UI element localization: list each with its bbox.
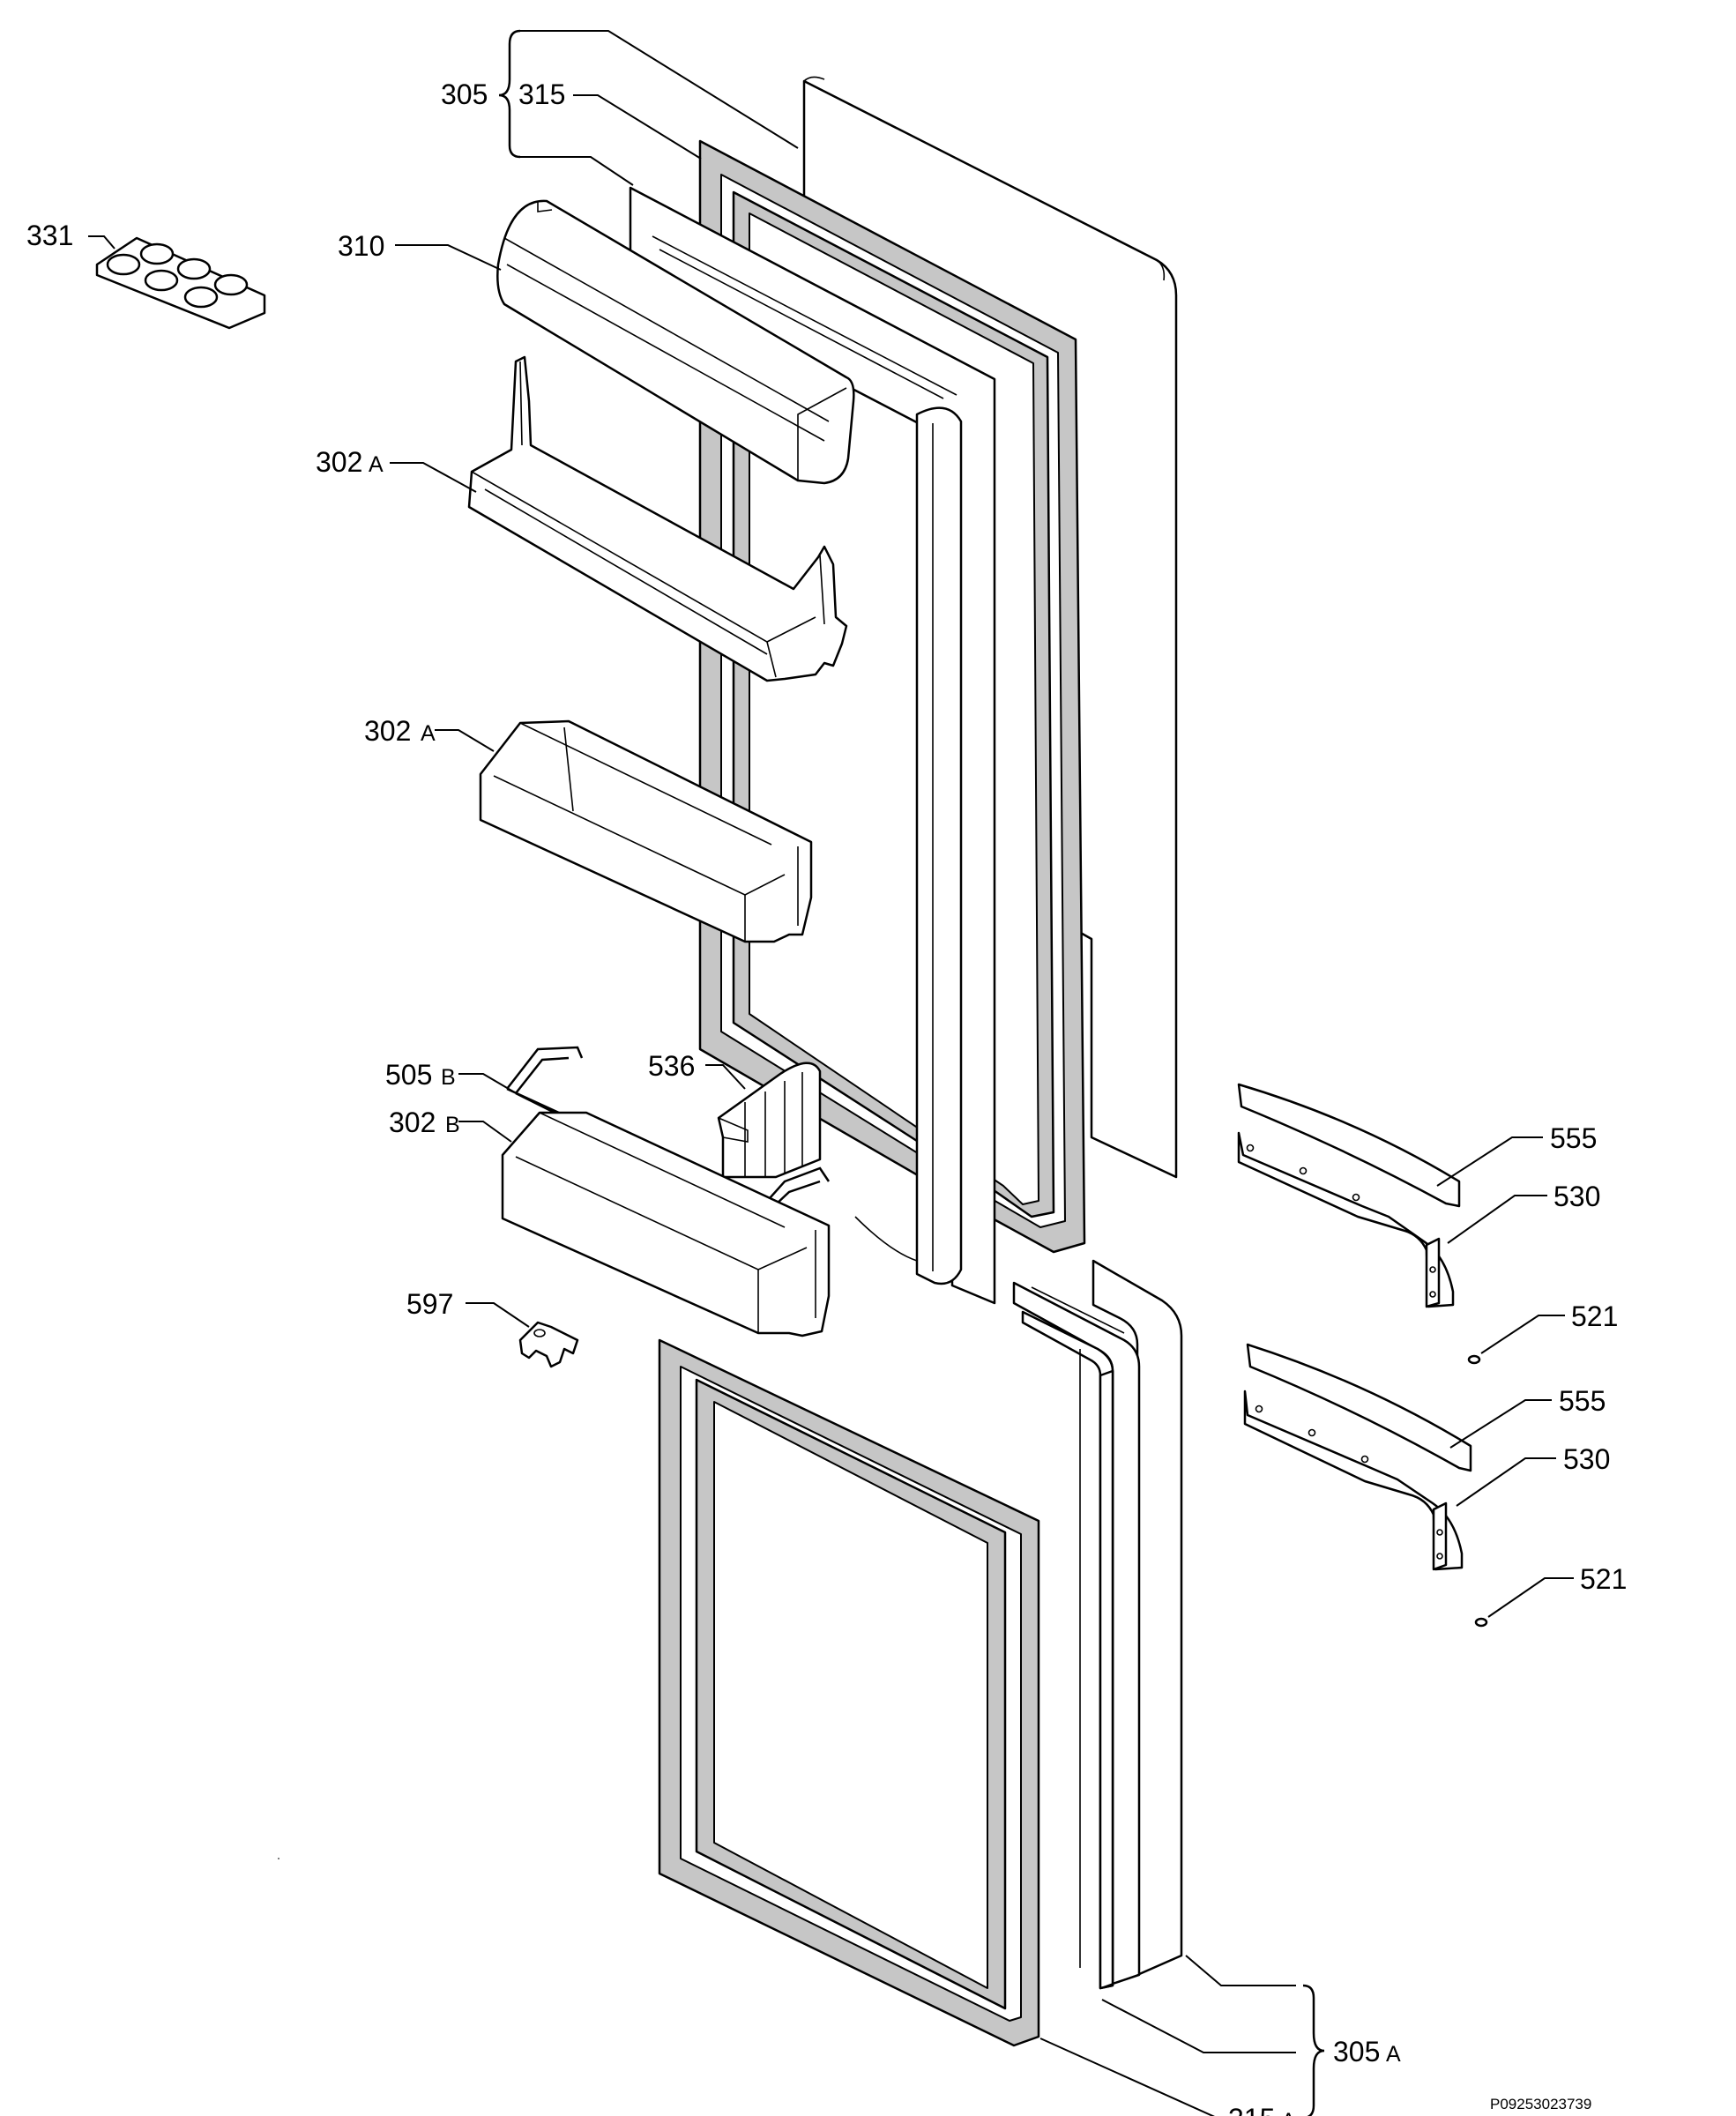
label-555-upper: 555 [1550,1122,1597,1154]
label-305a-suffix: A [1386,2042,1401,2067]
label-530-upper: 530 [1553,1181,1600,1212]
label-302a-upper: 302 [316,446,362,478]
label-521-lower: 521 [1580,1563,1627,1595]
rail-upper [1237,1083,1461,1208]
brace-lower [1302,1984,1325,2116]
label-331: 331 [26,220,73,251]
brace-upper [498,29,521,159]
dairy-compartment-lid [496,199,855,485]
label-315a: 315 [1228,2103,1275,2116]
part-labels: 305 315 331 310 302 A 302 A 505 B 536 30… [26,78,1627,2116]
mounting-clip [518,1321,579,1368]
label-505b: 505 [385,1059,432,1091]
label-302a-upper-suffix: A [369,452,384,477]
label-536: 536 [648,1050,695,1082]
upper-door-liner [629,186,996,1305]
washer-lower [1474,1617,1488,1628]
egg-tray [95,236,266,330]
label-505b-suffix: B [441,1065,456,1090]
label-302b-suffix: B [445,1113,460,1137]
label-530-lower: 530 [1563,1443,1610,1475]
label-302a-middle-suffix: A [421,721,436,746]
label-310: 310 [338,230,384,262]
label-521-upper: 521 [1571,1300,1618,1332]
label-305: 305 [441,78,488,110]
rail-lower [1246,1343,1472,1472]
hinge-lower [1243,1390,1464,1571]
label-555-lower: 555 [1559,1385,1606,1417]
label-305a: 305 [1333,2036,1380,2068]
washer-upper [1467,1354,1481,1365]
label-597: 597 [406,1288,453,1320]
speck [278,1858,279,1859]
leader-lines [88,30,1574,2116]
door-shelf-bottle [501,1111,831,1337]
label-315: 315 [518,78,565,110]
drawing-code: P09253023739 [1490,2096,1591,2112]
label-315a-suffix: A [1281,2109,1296,2116]
label-302a-middle: 302 [364,715,411,747]
shelf-divider [717,1062,822,1179]
door-shelf-upper [467,355,848,682]
door-shelf-middle [479,719,813,943]
lower-door-gasket [658,1338,1040,2047]
lower-door-panel [1012,1259,1183,1990]
label-302b: 302 [389,1106,436,1138]
hinge-upper [1237,1131,1455,1308]
